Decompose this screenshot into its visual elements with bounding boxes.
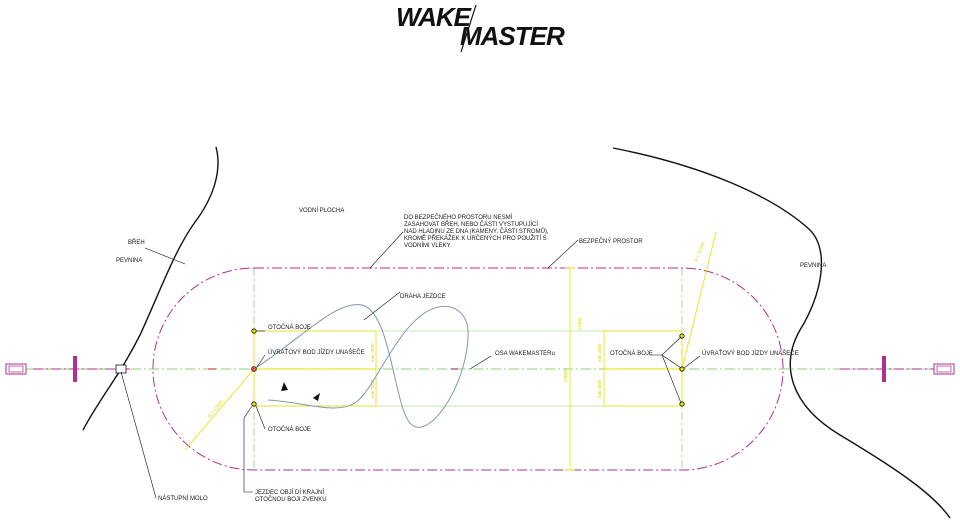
dim-left-buoy-top: min 4500 — [370, 343, 375, 362]
label-water-area: VODNÍ PLOCHA — [299, 207, 344, 214]
label-rider-note-line-2: OTOČNOU BOJI ZVENKU — [255, 496, 327, 503]
note-line-5: VODNÍMI VLEKY — [404, 242, 451, 249]
safety-note: DO BEZPEČNÉHO PROSTORU NESMÍ ZASAHOVAT B… — [404, 214, 549, 249]
left-mast — [73, 356, 77, 382]
logo-line1: WAKE — [396, 2, 472, 32]
wakemaster-logo: WAKE MASTER — [396, 2, 566, 53]
label-rider-note-line-1: JEZDEC OBJÍ DÍ KRAJNÍ — [255, 489, 324, 496]
left-turning-buoy-top — [251, 328, 257, 334]
rider-path — [253, 304, 469, 428]
leader-lines — [120, 231, 701, 499]
safe-area-boundary — [152, 267, 784, 471]
label-land-left: PEVNINA — [116, 258, 142, 264]
label-shore: BŘEH — [128, 238, 145, 246]
dimension-lines — [184, 231, 717, 471]
label-boarding-dock: NÁSTUPNÍ MOLO — [158, 495, 208, 502]
logo-slash — [460, 4, 477, 53]
right-end-pylon — [933, 363, 955, 375]
note-line-2: ZASAHOVAT BŘEH, NEBO ČÁSTI VYSTUPUJÍCÍ — [404, 220, 538, 228]
boarding-dock — [115, 364, 127, 374]
buoys — [251, 328, 685, 407]
left-shoreline — [82, 146, 219, 431]
rider-path-arrow-2 — [313, 393, 320, 401]
rider-path-arrow-1 — [281, 382, 288, 391]
right-shoreline — [612, 147, 951, 519]
note-line-1: DO BEZPEČNÉHO PROSTORU NESMÍ — [404, 214, 513, 221]
label-wakemaster-axis: OSA WAKEMASTERu — [495, 351, 555, 357]
dim-right-buoy-bottom: min 4500 — [597, 379, 602, 398]
label-reversal-point-left: ÚVRAŤOVÝ BOD JÍZDY UNAŠEČE — [268, 348, 365, 356]
left-end-pylon — [5, 363, 27, 375]
left-turning-buoy-bottom — [251, 401, 257, 407]
note-line-3: NAD HLADINU ZE DNA (KAMENY, ČÁSTI STROMŮ… — [404, 228, 549, 235]
dim-radius-left: R = 11500 — [207, 399, 224, 418]
right-mast — [882, 356, 886, 382]
logo-line2: MASTER — [460, 21, 565, 51]
label-rider-path: DRÁHA JEZDCE — [400, 293, 446, 300]
dim-width-half: 11500 — [577, 317, 582, 330]
note-line-4: KROMĚ PŘEKÁŽEK K URČENÝCH PRO POUŽITÍ S — [404, 234, 547, 242]
right-turning-buoy-bottom — [679, 401, 685, 407]
label-turning-buoy-bottom: OTOČNÁ BOJE — [268, 426, 311, 433]
label-turning-buoy-right: OTOČNÁ BOJE — [610, 350, 653, 357]
label-safe-area: BEZPEČNÝ PROSTOR — [579, 238, 643, 245]
label-turning-buoy-top: OTOČNÁ BOJE — [268, 324, 311, 331]
dim-radius-top: R = 11500 — [693, 241, 706, 262]
label-land-right: PEVNINA — [800, 263, 826, 269]
dim-right-buoy-top: min 4500 — [597, 343, 602, 362]
left-turning-point — [251, 366, 257, 372]
dim-width-full: 23000 — [563, 369, 568, 382]
dim-left-buoy-bottom: min 4500 — [370, 379, 375, 398]
label-reversal-point-right: ÚVRAŤOVÝ BOD JÍZDY UNAŠEČE — [702, 349, 799, 357]
